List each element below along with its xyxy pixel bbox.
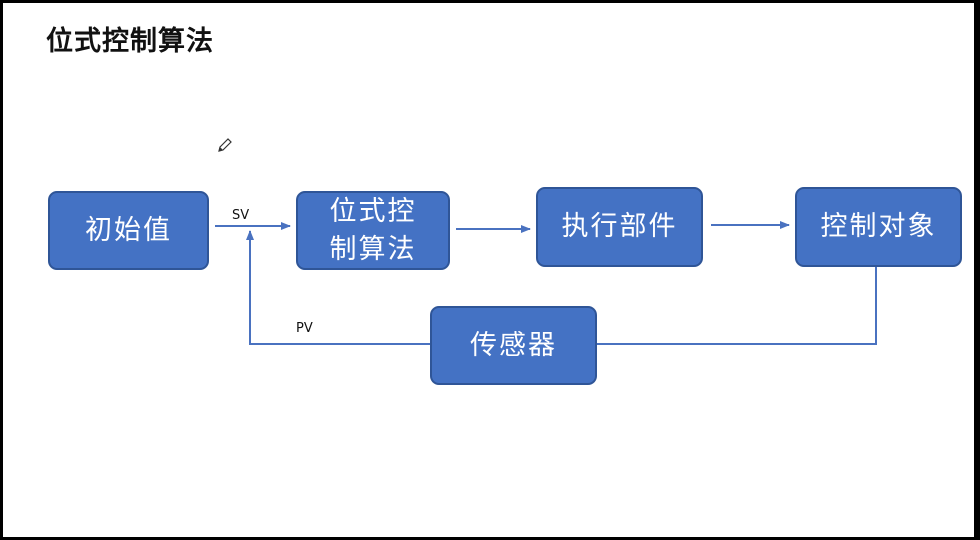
slide-title: 位式控制算法 <box>46 26 214 57</box>
node-algorithm-label: 位式控制算法 <box>329 195 417 265</box>
arrow-pv-feedback <box>246 230 430 345</box>
node-initial-value-label: 初始值 <box>85 214 172 246</box>
node-actuator: 执行部件 <box>536 187 703 267</box>
line-obj-sensor <box>597 267 877 345</box>
slide-canvas: 位式控制算法 SV PV 初始值 位式控制算法 执行部件 控制对象 传感 <box>3 3 974 537</box>
node-sensor-label: 传感器 <box>470 329 557 361</box>
pencil-cursor-icon <box>218 138 232 152</box>
node-controlled-object-label: 控制对象 <box>820 211 937 242</box>
node-initial-value: 初始值 <box>48 191 209 270</box>
node-actuator-label: 执行部件 <box>561 211 678 242</box>
node-algorithm: 位式控制算法 <box>296 191 450 270</box>
sv-label: SV <box>232 208 250 223</box>
node-controlled-object: 控制对象 <box>795 187 962 267</box>
node-sensor: 传感器 <box>430 306 597 385</box>
connector-lines <box>215 221 877 345</box>
pv-label: PV <box>296 321 313 336</box>
window-edge <box>974 0 980 540</box>
